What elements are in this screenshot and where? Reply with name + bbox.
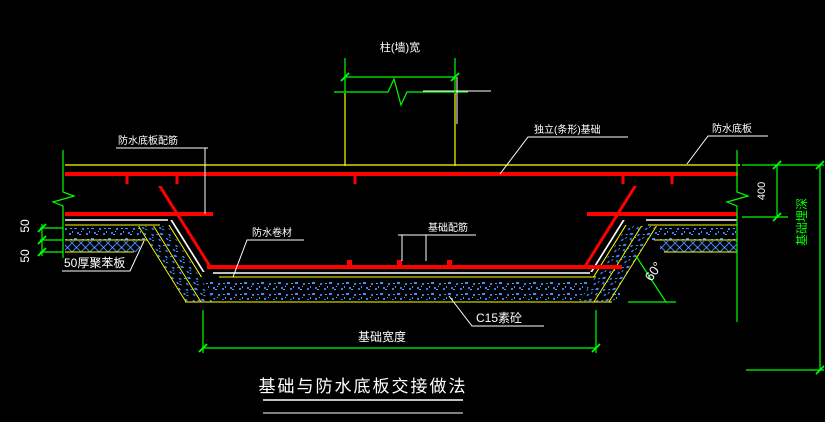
crosshair-cursor[interactable] — [423, 77, 491, 124]
label-slab-rebar: 防水底板配筋 — [118, 134, 178, 147]
membrane-bend-left — [158, 186, 213, 267]
label-plain-concrete: C15素砼 — [476, 311, 522, 325]
label-polystyrene: 50厚聚苯板 — [64, 256, 125, 270]
dim-foundation-depth — [746, 160, 825, 375]
pit-bottom-layers — [200, 279, 620, 300]
label-waterproof-slab: 防水底板 — [712, 122, 752, 135]
rebar-ticks — [125, 176, 674, 184]
right-slope-outer-band — [579, 226, 657, 302]
label-column-width: 柱(墙)宽 — [380, 40, 420, 54]
column-break-line — [334, 77, 468, 107]
dim-column-width — [340, 58, 460, 92]
label-foundation-depth: 基础埋深 — [795, 198, 809, 246]
slab-layers — [65, 164, 740, 253]
membrane-bend-right — [582, 186, 637, 267]
dim-text-50-lower: 50 — [18, 249, 32, 263]
dim-text-400: 400 — [756, 182, 768, 200]
leader-foundation-rebar — [398, 234, 476, 261]
c15-bedding — [200, 279, 620, 300]
cushion-layer-right — [650, 228, 737, 240]
break-line-left — [51, 150, 76, 258]
right-slope-inner-lines — [582, 186, 637, 277]
cushion-layer-left — [65, 228, 153, 240]
drawing-title: 基础与防水底板交接做法 — [259, 377, 468, 396]
left-slope-outer-band — [138, 226, 216, 302]
dim-slab-thickness-400 — [742, 160, 824, 222]
leader-waterproof-slab — [686, 135, 768, 165]
annotation-texts: 柱(墙)宽 防水底板配筋 独立(条形)基础 防水底板 防水卷材 基础配筋 50厚… — [18, 40, 809, 344]
column-wall — [334, 77, 468, 166]
leader-plain-concrete — [448, 295, 544, 327]
leader-membrane — [232, 239, 304, 278]
dim-foundation-width — [198, 310, 601, 353]
leader-foundation — [499, 136, 628, 175]
dim-text-60deg: 60° — [642, 259, 666, 284]
label-foundation-width: 基础宽度 — [358, 329, 406, 344]
polystyrene-layer-left — [65, 241, 140, 252]
drawing-title-block: 基础与防水底板交接做法 — [259, 377, 468, 414]
leader-slab-rebar — [116, 147, 208, 214]
foundation-rebar-dots — [347, 260, 452, 265]
label-foundation-rebar: 基础配筋 — [428, 221, 468, 234]
left-slope-inner-lines — [158, 186, 213, 277]
polystyrene-layer-right — [660, 241, 737, 252]
leader-polystyrene — [62, 240, 145, 272]
label-foundation: 独立(条形)基础 — [534, 123, 601, 136]
dim-text-50-upper: 50 — [18, 219, 32, 233]
label-membrane: 防水卷材 — [252, 226, 292, 239]
slope-angle-annotation — [628, 255, 676, 303]
leader-lines — [62, 135, 768, 327]
dim-50-layers — [37, 223, 63, 257]
break-line-right — [725, 150, 750, 322]
pit-bottom-lines — [185, 260, 622, 303]
